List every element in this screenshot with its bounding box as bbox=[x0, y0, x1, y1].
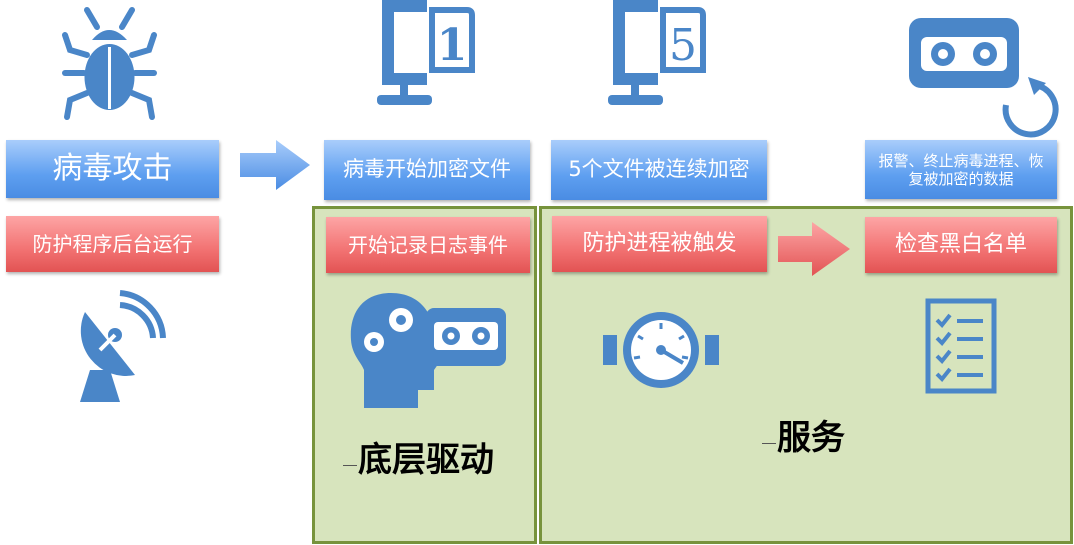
step-start-logging: 开始记录日志事件 bbox=[326, 217, 530, 273]
divider-dash bbox=[343, 465, 357, 466]
step-virus-encrypt: 病毒开始加密文件 bbox=[324, 140, 530, 200]
step-check-list: 检查黑白名单 bbox=[865, 217, 1057, 273]
service-label: 服务 bbox=[777, 418, 845, 458]
satellite-dish-icon bbox=[80, 290, 166, 402]
file-badge-5: 5 bbox=[669, 20, 697, 71]
arrow-right-red-icon bbox=[778, 222, 850, 276]
checklist-icon bbox=[925, 298, 997, 394]
divider-dash bbox=[762, 443, 776, 444]
gauge-icon bbox=[603, 312, 719, 388]
clamped-file-5-icon: 5 bbox=[608, 0, 706, 105]
step-alarm: 报警、终止病毒进程、恢复被加密的数据 bbox=[865, 140, 1057, 199]
tape-restore-icon bbox=[909, 18, 1059, 138]
head-gears-tape-icon bbox=[350, 293, 506, 408]
bug-icon bbox=[62, 7, 157, 120]
driver-label: 底层驱动 bbox=[358, 440, 494, 480]
arrow-right-icon bbox=[240, 140, 310, 190]
step-protection-background: 防护程序后台运行 bbox=[6, 216, 219, 272]
step-protection-triggered: 防护进程被触发 bbox=[552, 216, 767, 272]
step-virus-attack: 病毒攻击 bbox=[6, 140, 219, 198]
file-badge-1: 1 bbox=[437, 20, 468, 71]
step-five-files: 5个文件被连续加密 bbox=[551, 140, 767, 200]
clamped-file-1-icon: 1 bbox=[377, 0, 475, 105]
